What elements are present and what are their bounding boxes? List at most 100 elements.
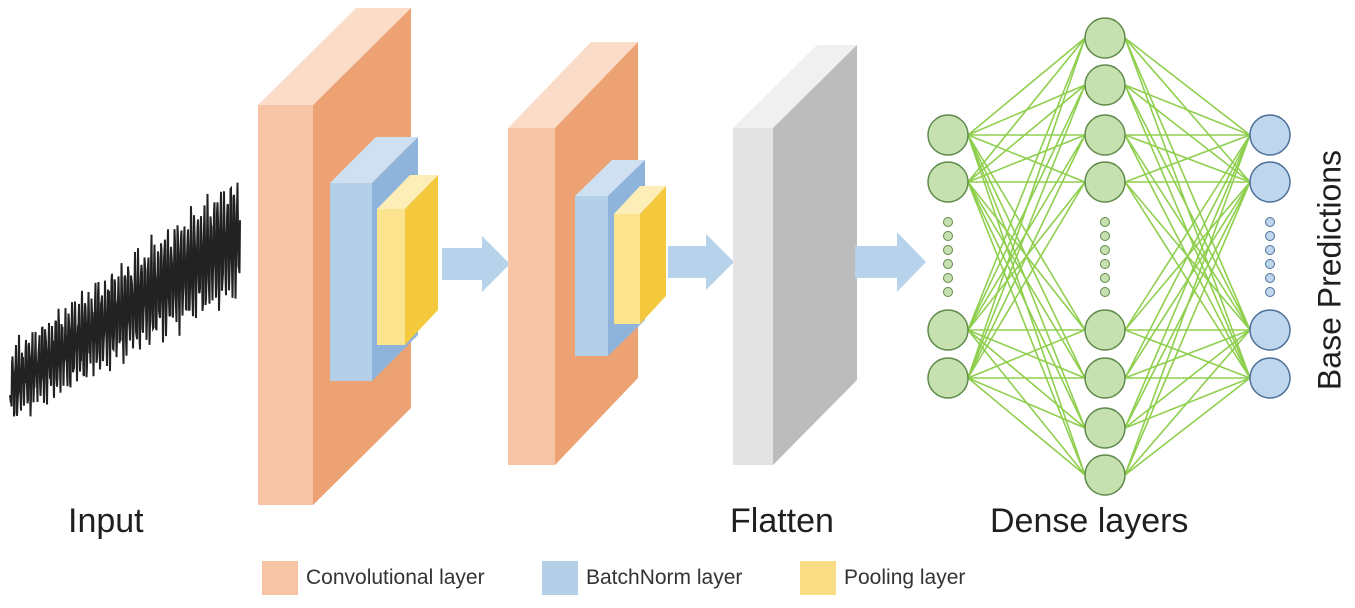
conv-layer-1-front bbox=[258, 105, 313, 505]
connection-input-2-hidden-6 bbox=[967, 329, 1086, 429]
hidden-node-0 bbox=[1084, 17, 1126, 59]
conv-layer-2 bbox=[508, 42, 638, 465]
connection-hidden-5-output-0 bbox=[1124, 134, 1251, 379]
batchnorm-layer-1-top bbox=[330, 137, 418, 183]
connection-input-3-hidden-1 bbox=[967, 84, 1086, 379]
input-ellipsis-dot-1 bbox=[943, 231, 953, 241]
hidden-node-4 bbox=[1084, 309, 1126, 351]
conv-layer-2-top bbox=[508, 42, 638, 128]
pooling-layer-1-front bbox=[377, 209, 405, 345]
connection-input-1-hidden-6 bbox=[967, 181, 1086, 429]
output-ellipsis-dot-4 bbox=[1265, 273, 1275, 283]
output-ellipsis-dot-3 bbox=[1265, 259, 1275, 269]
connection-input-3-hidden-4 bbox=[967, 329, 1086, 379]
connection-input-1-hidden-0 bbox=[967, 37, 1086, 183]
input-ellipsis-dot-3 bbox=[943, 259, 953, 269]
input-node-2 bbox=[927, 309, 969, 351]
input-node-1 bbox=[927, 161, 969, 203]
hidden-node-1 bbox=[1084, 64, 1126, 106]
conv-layer-1-top bbox=[258, 8, 411, 105]
connection-hidden-4-output-0 bbox=[1124, 134, 1251, 331]
input-ellipsis-dot-5 bbox=[943, 287, 953, 297]
input-label: Input bbox=[68, 502, 144, 540]
hidden-node-2 bbox=[1084, 114, 1126, 156]
connection-hidden-3-output-0 bbox=[1124, 134, 1251, 183]
connection-input-2-hidden-0 bbox=[967, 37, 1086, 331]
dense-connections bbox=[967, 37, 1251, 476]
connection-input-3-hidden-7 bbox=[967, 377, 1086, 476]
connection-input-1-hidden-2 bbox=[967, 134, 1086, 183]
flatten-label: Flatten bbox=[730, 502, 834, 540]
hidden-ellipsis-dot-0 bbox=[1100, 217, 1110, 227]
output-node-1 bbox=[1249, 161, 1291, 203]
output-node-3 bbox=[1249, 357, 1291, 399]
batchnorm-layer-2-front bbox=[575, 196, 608, 356]
hidden-ellipsis-dot-2 bbox=[1100, 245, 1110, 255]
legend-item-convolutional: Convolutional layer bbox=[262, 560, 485, 596]
hidden-ellipsis-dot-1 bbox=[1100, 231, 1110, 241]
arrow-2 bbox=[668, 234, 734, 290]
connection-input-3-hidden-0 bbox=[967, 37, 1086, 379]
flatten-layer-side bbox=[773, 45, 857, 465]
base-predictions-label: Base Predictions bbox=[1311, 149, 1348, 391]
ellipsis-dots bbox=[943, 217, 1275, 297]
connection-hidden-0-output-2 bbox=[1124, 37, 1251, 331]
output-ellipsis-dot-5 bbox=[1265, 287, 1275, 297]
connection-hidden-7-output-0 bbox=[1124, 134, 1251, 476]
dense-layers-label: Dense layers bbox=[990, 502, 1189, 540]
connection-input-1-hidden-7 bbox=[967, 181, 1086, 476]
legend-swatch-pooling bbox=[800, 561, 836, 595]
legend-swatch-convolutional bbox=[262, 561, 298, 595]
hidden-node-5 bbox=[1084, 357, 1126, 399]
pooling-layer-2 bbox=[614, 186, 666, 324]
hidden-ellipsis-dot-3 bbox=[1100, 259, 1110, 269]
hidden-ellipsis-dot-4 bbox=[1100, 273, 1110, 283]
output-node-0 bbox=[1249, 114, 1291, 156]
output-ellipsis-dot-2 bbox=[1265, 245, 1275, 255]
hidden-node-3 bbox=[1084, 161, 1126, 203]
input-signal-waveform bbox=[9, 182, 241, 417]
connection-hidden-7-output-3 bbox=[1124, 377, 1251, 476]
output-node-2 bbox=[1249, 309, 1291, 351]
conv-layer-2-front bbox=[508, 128, 555, 465]
connection-input-3-hidden-3 bbox=[967, 181, 1086, 379]
connection-hidden-6-output-0 bbox=[1124, 134, 1251, 429]
flatten-layer bbox=[733, 45, 857, 465]
legend-label-pooling: Pooling layer bbox=[844, 566, 966, 589]
legend-label-convolutional: Convolutional layer bbox=[306, 566, 485, 589]
connection-hidden-7-output-2 bbox=[1124, 329, 1251, 476]
connection-hidden-5-output-2 bbox=[1124, 329, 1251, 379]
arrow-3 bbox=[855, 232, 926, 292]
connection-hidden-7-output-1 bbox=[1124, 181, 1251, 476]
pooling-layer-2-top bbox=[614, 186, 666, 214]
hidden-node-7 bbox=[1084, 454, 1126, 496]
pooling-layer-1-side bbox=[405, 175, 438, 345]
flatten-layer-top bbox=[733, 45, 857, 128]
connection-input-1-hidden-1 bbox=[967, 84, 1086, 183]
batchnorm-layer-1-front bbox=[330, 183, 372, 381]
connection-input-3-hidden-2 bbox=[967, 134, 1086, 379]
input-ellipsis-dot-4 bbox=[943, 273, 953, 283]
connection-hidden-1-output-2 bbox=[1124, 84, 1251, 331]
connection-hidden-1-output-0 bbox=[1124, 84, 1251, 136]
input-ellipsis-dot-0 bbox=[943, 217, 953, 227]
output-ellipsis-dot-0 bbox=[1265, 217, 1275, 227]
connection-input-3-hidden-6 bbox=[967, 377, 1086, 429]
flatten-layer-front bbox=[733, 128, 773, 465]
connection-hidden-6-output-2 bbox=[1124, 329, 1251, 429]
arrow-1 bbox=[442, 236, 510, 292]
legend-label-batchnorm: BatchNorm layer bbox=[586, 566, 743, 589]
input-ellipsis-dot-2 bbox=[943, 245, 953, 255]
pooling-layer-1 bbox=[377, 175, 438, 345]
legend-item-batchnorm: BatchNorm layer bbox=[542, 560, 742, 596]
input-node-0 bbox=[927, 114, 969, 156]
dense-nodes bbox=[927, 17, 1291, 496]
hidden-node-6 bbox=[1084, 407, 1126, 449]
hidden-ellipsis-dot-5 bbox=[1100, 287, 1110, 297]
connection-input-0-hidden-0 bbox=[967, 37, 1086, 136]
input-node-3 bbox=[927, 357, 969, 399]
output-ellipsis-dot-1 bbox=[1265, 231, 1275, 241]
connection-hidden-1-output-1 bbox=[1124, 84, 1251, 183]
legend-swatch-batchnorm bbox=[542, 561, 578, 595]
pooling-layer-1-top bbox=[377, 175, 438, 209]
